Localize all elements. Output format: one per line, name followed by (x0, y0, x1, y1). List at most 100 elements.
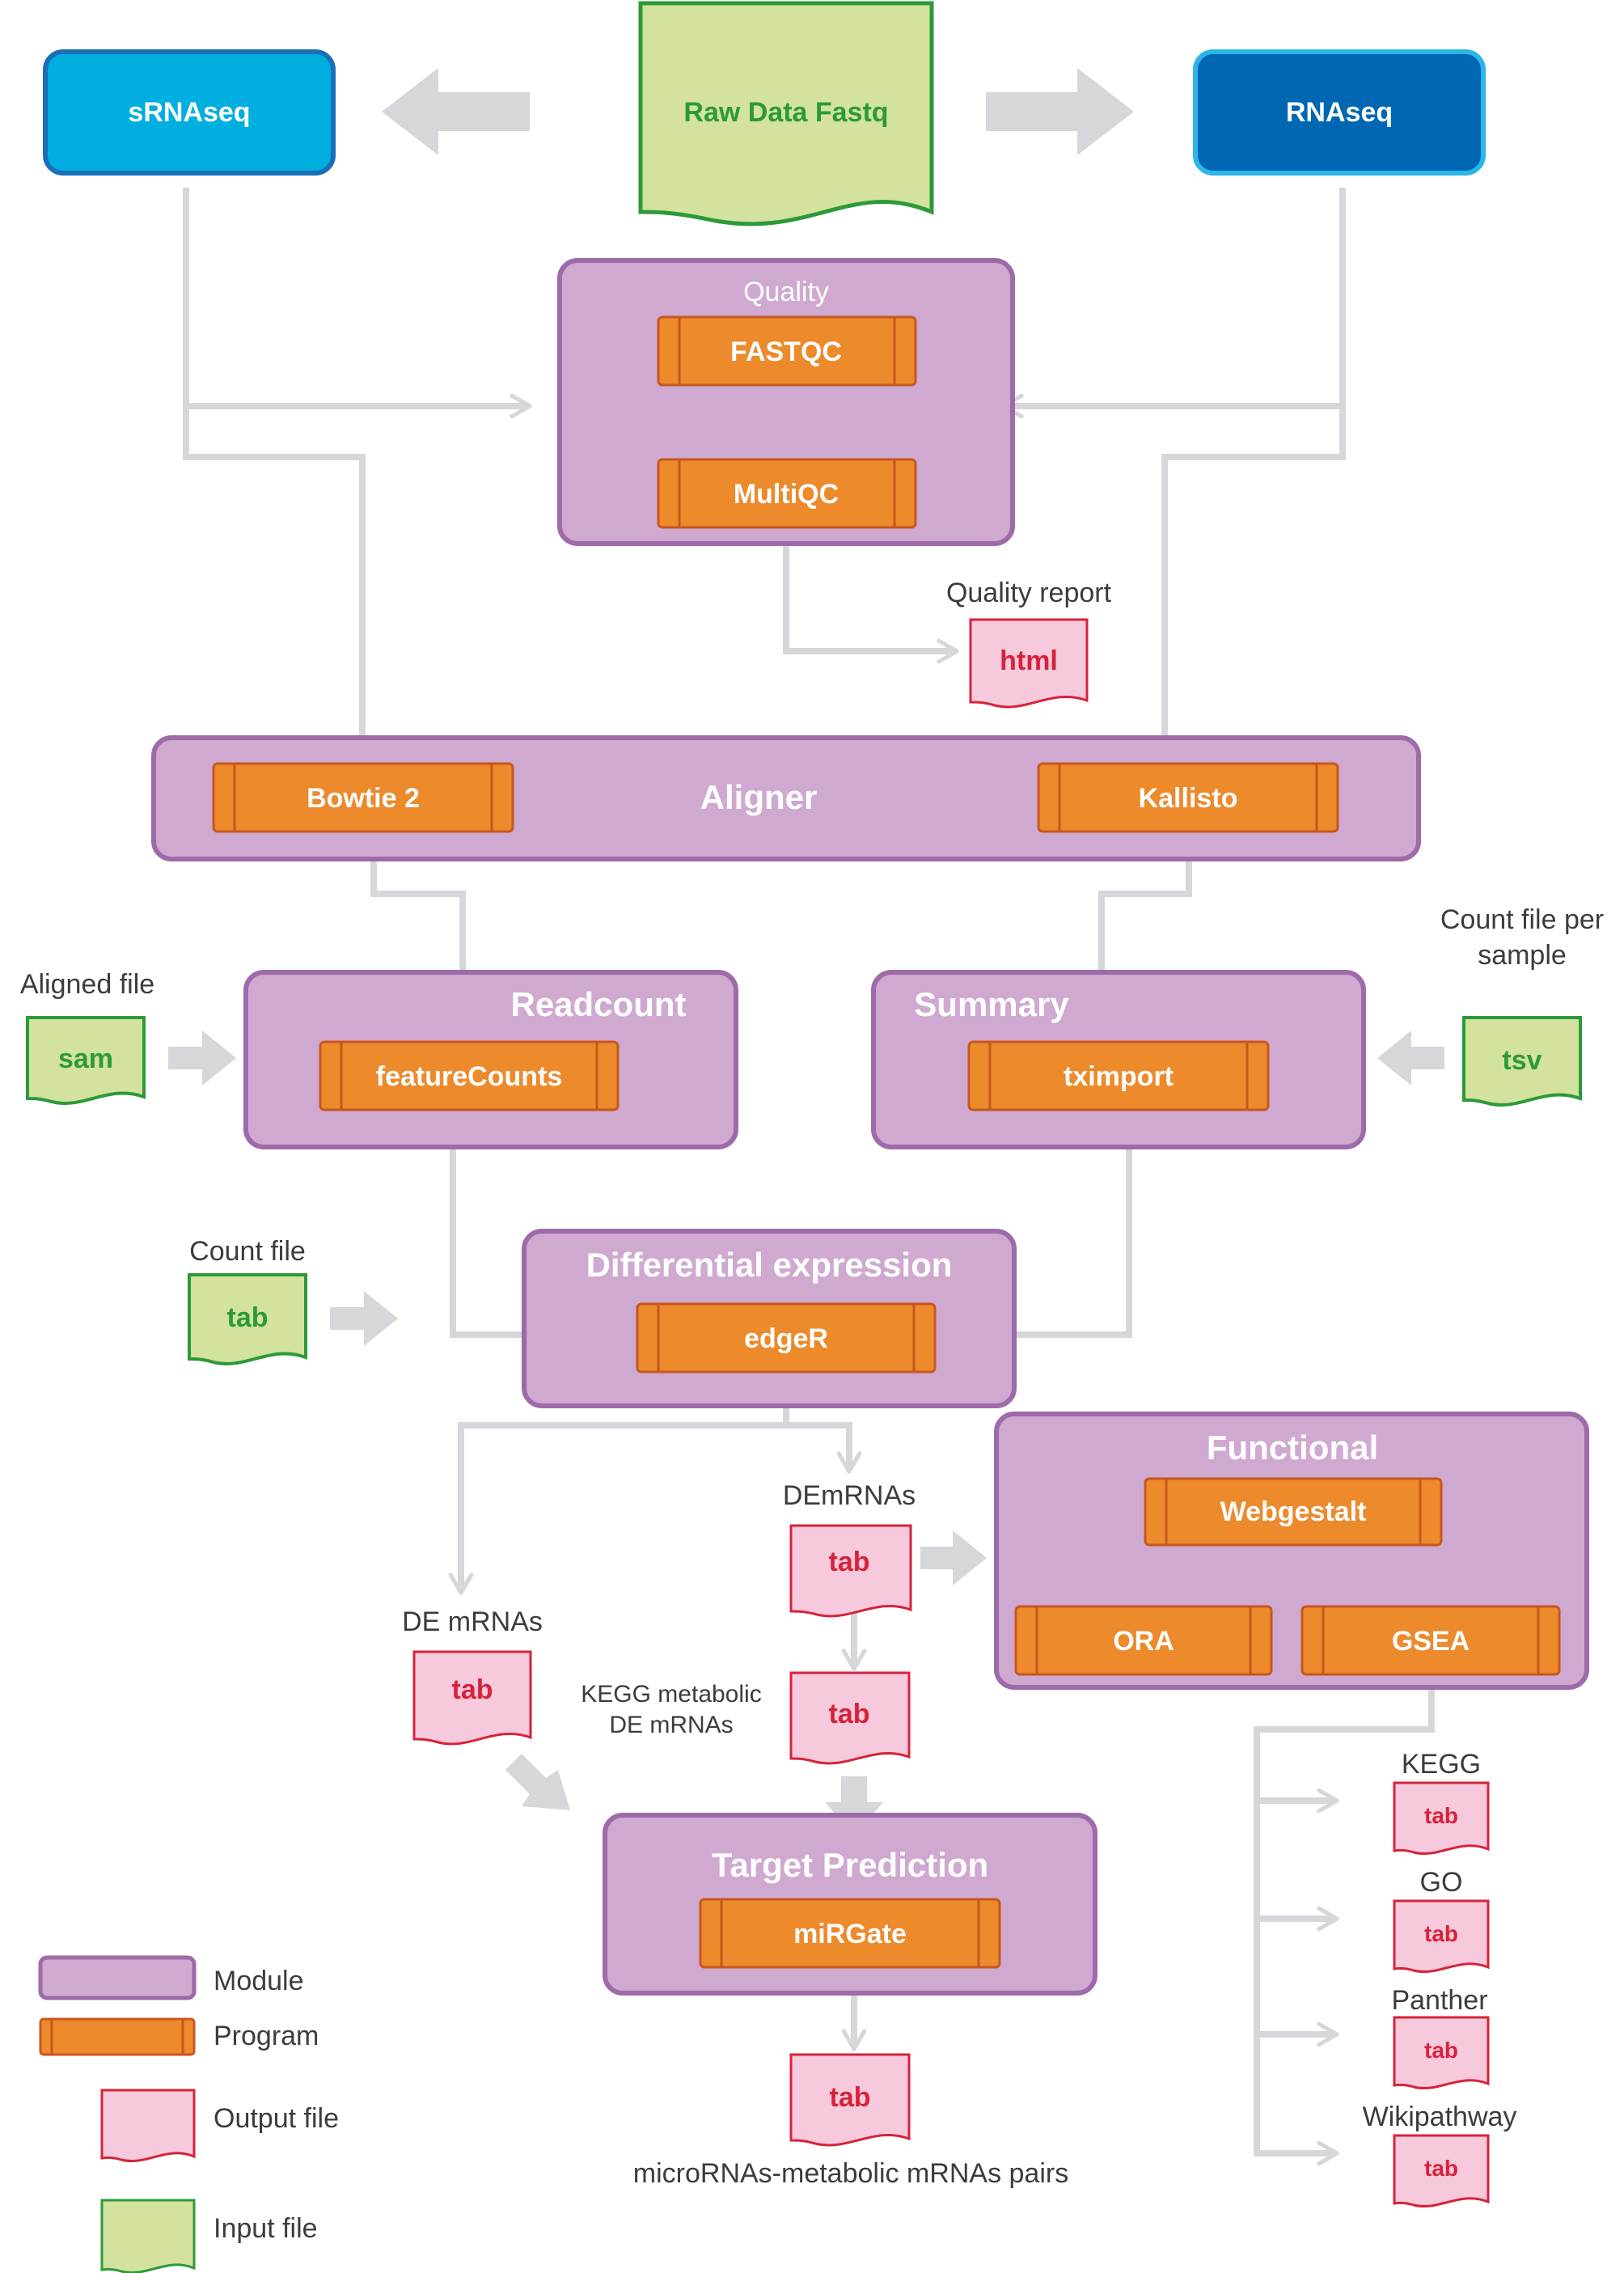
connector-rnaseq-kallisto (1152, 406, 1346, 764)
gsea-output-panther-label: Panther (1391, 1985, 1487, 2016)
connector-tximport-edger (966, 1110, 1132, 1348)
ora-label: ORA (1113, 1626, 1174, 1657)
bowtie2-program: Bowtie 2 (212, 762, 514, 833)
aligned-file-label: Aligned file (20, 969, 154, 1000)
webgestalt-program: Webgestalt (1144, 1477, 1443, 1547)
count-tab-ext: tab (227, 1302, 269, 1333)
arrow-raw-to-rnaseq (986, 68, 1134, 155)
de-mrnas-left-label: DE mRNAs (402, 1606, 543, 1637)
gsea-output-panther: Panther tab (1391, 1985, 1490, 2089)
multiqc-label: MultiQC (734, 479, 839, 510)
gsea-output-wikipathway-ext: tab (1424, 2156, 1458, 2181)
arrow-kegg-to-target (825, 1776, 883, 1836)
pairs-file (789, 2053, 911, 2147)
gsea-output-kegg-label: KEGG (1402, 1749, 1481, 1780)
connector-srnaseq-quality (183, 188, 532, 419)
legend-output-swatch (100, 2089, 196, 2162)
target-title: Target Prediction (712, 1846, 988, 1884)
gsea-output-panther-ext: tab (1424, 2038, 1458, 2063)
arrow-demrnas-to-functional (920, 1530, 987, 1585)
mirgate-program: miRGate (699, 1898, 1001, 1969)
raw-data-file (638, 1, 934, 226)
bowtie2-label: Bowtie 2 (307, 783, 420, 814)
gsea-label: GSEA (1392, 1626, 1470, 1657)
connector-edger-demrnas (786, 1422, 862, 1474)
count-per-sample-label-2: sample (1478, 940, 1567, 971)
count-file-label: Count file (189, 1236, 306, 1267)
legend-program-swatch (39, 2017, 196, 2056)
gsea-output-kegg: KEGG tab (1393, 1749, 1490, 1855)
connector-multiqc-html (783, 527, 959, 664)
readcount-title: Readcount (510, 985, 686, 1023)
legend-module-label: Module (214, 1966, 304, 1996)
multiqc-program: MultiQC (657, 458, 917, 529)
kallisto-program: Kallisto (1037, 762, 1339, 833)
summary-title: Summary (914, 985, 1069, 1023)
legend-input-label: Input file (214, 2213, 318, 2244)
diffexp-title: Differential expression (586, 1246, 953, 1284)
sam-ext: sam (58, 1043, 113, 1074)
block-arrows (168, 68, 1444, 1836)
raw-data-label: Raw Data Fastq (683, 97, 888, 128)
quality-report-file (969, 618, 1089, 709)
arrow-sam-to-readcount (168, 1031, 236, 1086)
kegg-metabolic-ext: tab (829, 1699, 870, 1729)
connector-rnaseq-quality (1001, 188, 1346, 419)
kallisto-label: Kallisto (1139, 783, 1238, 814)
legend-module-swatch (38, 1955, 197, 2000)
count-per-sample-label-1: Count file per (1440, 904, 1604, 935)
legend-program-label: Program (214, 2021, 319, 2051)
quality-title: Quality (743, 277, 829, 307)
featurecounts-program: featureCounts (319, 1040, 620, 1111)
demrnas-ext: tab (829, 1547, 870, 1577)
tximport-label: tximport (1064, 1061, 1174, 1092)
arrow-demrnas-left-to-target (505, 1754, 570, 1810)
mirgate-label: miRGate (793, 1919, 907, 1949)
arrow-raw-to-srnaseq (382, 68, 530, 155)
featurecounts-label: featureCounts (376, 1061, 562, 1092)
demrnas-file (789, 1524, 912, 1618)
de-mrnas-left-ext: tab (452, 1674, 493, 1705)
legend-input-swatch (100, 2199, 196, 2273)
connector-gsea-outputs (1254, 1660, 1435, 2166)
srnaseq-box (43, 49, 336, 176)
srnaseq-label: sRNAseq (128, 97, 250, 128)
aligner-title: Aligner (700, 778, 818, 816)
pairs-ext: tab (830, 2082, 871, 2113)
functional-title: Functional (1207, 1429, 1378, 1467)
legend: Module Program Output file Input file (38, 1955, 339, 2273)
kegg-metabolic-file (789, 1671, 911, 1765)
gsea-output-go-label: GO (1420, 1867, 1463, 1898)
gsea-output-wikipathway-label: Wikipathway (1363, 2102, 1517, 2132)
sam-file (26, 1016, 146, 1105)
count-tab-file (188, 1273, 307, 1365)
rnaseq-label: RNAseq (1286, 97, 1393, 128)
gsea-output-wikipathway: Wikipathway tab (1363, 2102, 1517, 2207)
quality-report-label: Quality report (946, 578, 1112, 608)
demrnas-label: DEmRNAs (783, 1480, 916, 1511)
connector-kallisto-tximport (1089, 832, 1192, 1040)
de-mrnas-left-file (412, 1650, 532, 1746)
edger-label: edgeR (744, 1323, 828, 1354)
tximport-program: tximport (967, 1040, 1270, 1111)
edger-program: edgeR (636, 1302, 937, 1374)
quality-report-ext: html (1000, 645, 1058, 676)
connector-srnaseq-bowtie (183, 406, 375, 764)
rnaseq-box (1193, 49, 1486, 176)
kegg-metabolic-label-1: KEGG metabolic (581, 1681, 761, 1708)
connector-bowtie-featurecounts (370, 832, 476, 1040)
pairs-label: microRNAs-metabolic mRNAs pairs (633, 2158, 1068, 2189)
arrow-tsv-to-summary (1377, 1031, 1444, 1086)
fastqc-program: FASTQC (657, 315, 917, 387)
gsea-output-kegg-ext: tab (1424, 1803, 1458, 1828)
arrow-countfile-to-diffexp (330, 1291, 398, 1346)
webgestalt-label: Webgestalt (1220, 1496, 1367, 1527)
tsv-file (1462, 1016, 1582, 1107)
gsea-output-go-ext: tab (1424, 1921, 1458, 1946)
tsv-ext: tsv (1502, 1045, 1542, 1076)
gsea-output-go: GO tab (1393, 1867, 1490, 1973)
kegg-metabolic-label-2: DE mRNAs (609, 1712, 733, 1738)
legend-output-label: Output file (214, 2103, 339, 2134)
